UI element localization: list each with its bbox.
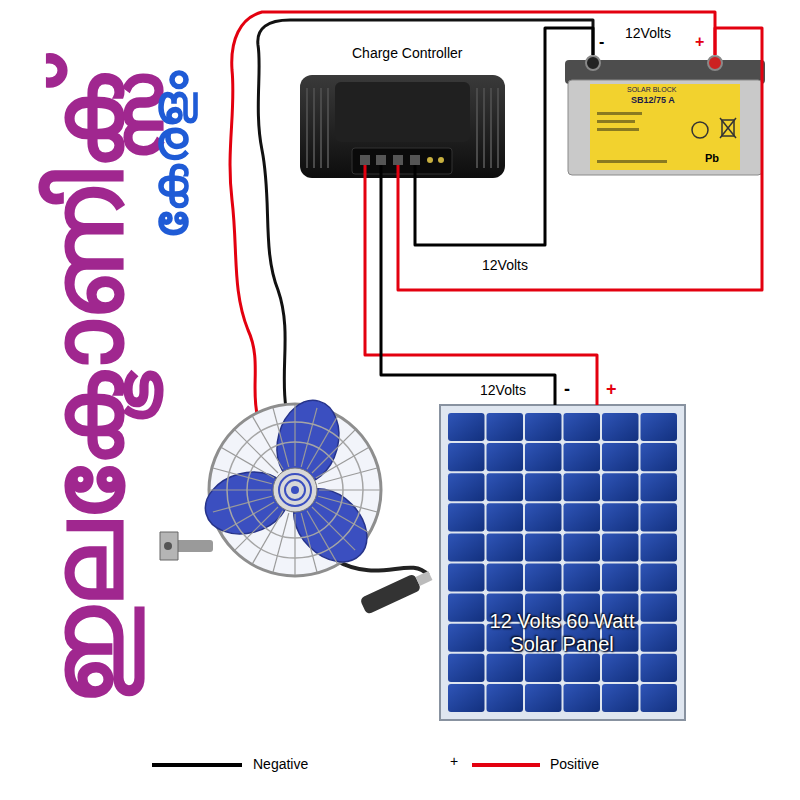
terminal-sign: - [564, 379, 570, 400]
legend-sign: + [450, 753, 458, 769]
legend-text: Positive [550, 756, 599, 772]
solar-panel: -+12 Volts 60 Watt Solar Panel [440, 405, 685, 720]
wire-label: 12Volts [478, 382, 528, 398]
watermark: കേരളം [145, 71, 195, 239]
fan-picture [160, 393, 434, 615]
charge-controller: Charge Controller [300, 75, 505, 165]
wire [398, 28, 762, 290]
solar-panel-picture [440, 405, 685, 720]
charge-controller-device [300, 75, 505, 178]
device-title: Charge Controller [352, 45, 463, 61]
terminal-sign: + [695, 33, 704, 51]
voltage-label: 12Volts [625, 25, 671, 41]
battery-model: SB12/75 A [631, 95, 675, 105]
wire-label: 12Volts [480, 257, 530, 273]
wire [365, 165, 597, 405]
battery-chemistry: Pb [705, 152, 719, 165]
legend-samples [152, 765, 540, 766]
panel-rating: 12 Volts 60 Watt Solar Panel [467, 610, 657, 656]
legend-text: Negative [253, 756, 308, 772]
battery-picture [565, 56, 765, 175]
terminal-sign: - [599, 33, 604, 51]
battery: 12Volts-+SOLAR BLOCKSB12/75 APb [565, 55, 765, 175]
battery-brand: SOLAR BLOCK [627, 86, 676, 94]
wire [381, 165, 555, 405]
terminal-sign: + [606, 379, 617, 400]
watermark: ഇലക്ട്രോണിക്സ് [38, 66, 138, 705]
